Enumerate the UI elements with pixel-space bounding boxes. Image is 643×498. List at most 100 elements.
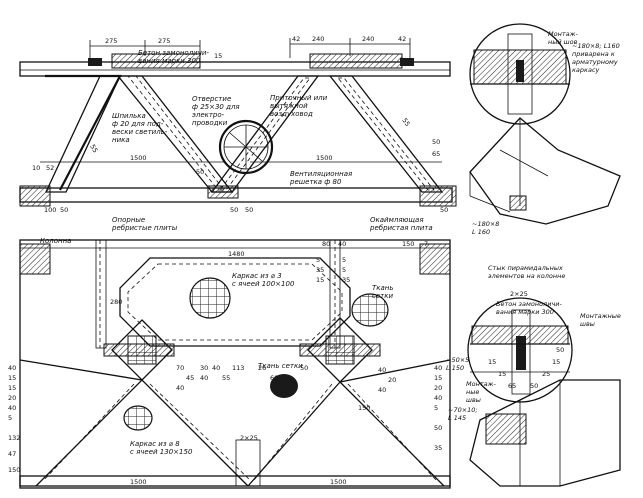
dim-side-35a: 35 — [316, 266, 324, 274]
label-concrete: Бетон замоноличи-вания марки 300 — [138, 49, 209, 65]
dimension-label: 15 — [552, 358, 560, 366]
dim-65: 65 — [432, 150, 440, 158]
concrete-infill-left — [111, 53, 201, 69]
dim-50-right: 50 — [432, 138, 440, 146]
dim-50-mid-a: 50 — [230, 206, 238, 214]
dimension-label: 15 — [434, 374, 442, 382]
dim-50-mid-c: 50 — [440, 206, 448, 214]
dimension-label: 70 — [176, 364, 184, 372]
plan-view: 1480 280 80 40 150 7 5 35 15 5 5 35 2×25… — [8, 216, 451, 489]
dimension-label: 5 — [8, 414, 12, 422]
label-plate-b: ~70×10;L 145 — [448, 406, 478, 422]
dimension-label: 50 — [434, 424, 442, 432]
dimension-label: 40 — [8, 404, 16, 412]
dimension-label: 15 — [8, 384, 16, 392]
bracket-right — [400, 58, 414, 66]
dim-10: 10 — [32, 164, 40, 172]
support-center — [207, 185, 239, 199]
dim-52: 52 — [46, 164, 54, 172]
dimension-label: 55 — [222, 374, 230, 382]
joint-perspective — [469, 117, 621, 225]
column-right — [419, 243, 451, 275]
dim-7: 7 — [424, 240, 428, 248]
dimension-label: 5 — [434, 404, 438, 412]
mesh-cage — [189, 277, 231, 319]
dimension-label: 20 — [388, 376, 396, 384]
dim-275-b: 275 — [158, 37, 170, 45]
dim-240-a: 240 — [312, 35, 324, 43]
dim-240-b: 240 — [362, 35, 374, 43]
detail-circle-bottom — [467, 297, 573, 403]
dim-side-5a: 5 — [316, 256, 320, 264]
top-slab — [19, 61, 451, 77]
dimension-label: 40 — [176, 384, 184, 392]
truss-web — [44, 74, 444, 193]
dim-50-left: 50 — [60, 206, 68, 214]
center-column-strip — [235, 439, 261, 487]
dim-55-a: 55 — [88, 143, 99, 154]
dimension-label: 30 — [200, 364, 208, 372]
dims-center-cluster: 70 45 40 30 40 40 55 113 26 60 50 40 20 … — [176, 364, 396, 412]
dimension-label: 40 — [8, 364, 16, 372]
dimension-label: 35 — [434, 444, 442, 452]
dimension-label: 60 — [270, 374, 278, 382]
dim-side-5c: 5 — [342, 266, 346, 274]
plan-bottom-band — [19, 475, 451, 487]
dimension-label: 150 — [358, 404, 370, 412]
beam-right — [299, 343, 381, 357]
dimension-label: 40 — [378, 386, 386, 394]
dimension-label: 40 — [378, 366, 386, 374]
joint-perspective-bottom — [469, 379, 621, 487]
dim-side-5b: 5 — [342, 256, 346, 264]
dim-50-b: 50 — [196, 168, 204, 176]
column-left — [19, 243, 51, 275]
dim-1500-a: 1500 — [130, 478, 147, 486]
dimension-label: 40 — [212, 364, 220, 372]
dims-detail-b: 15 15 65 50 25 15 50 — [488, 346, 564, 390]
dimension-label: 150 — [8, 466, 20, 474]
dimension-label: 20 — [434, 384, 442, 392]
elevation-view: 275 275 42 240 240 42 15 — [19, 35, 457, 214]
dimension-label: 45 — [186, 374, 194, 382]
dimension-label: 15 — [488, 358, 496, 366]
label-concrete-detail: Бетон замоноличи-вания марки 300 — [496, 300, 563, 316]
dimension-label: 50 — [300, 364, 308, 372]
dim-150: 150 — [402, 240, 414, 248]
detail-circle-top — [469, 23, 571, 125]
dimension-label: 40 — [434, 364, 442, 372]
dimension-label: 65 — [508, 382, 516, 390]
mesh-fabric — [351, 293, 389, 327]
dim-100: 100 — [44, 206, 56, 214]
dim-55-b: 55 — [400, 117, 411, 128]
dims-left-stack: 40 15 15 20 40 5 132 47 150 — [8, 364, 20, 474]
support-left — [19, 185, 51, 207]
dim-42-a: 42 — [292, 35, 300, 43]
dimension-label: 40 — [200, 374, 208, 382]
dim-42-b: 42 — [398, 35, 406, 43]
dim-side-35b: 35 — [342, 276, 350, 284]
dimension-label: 15 — [498, 370, 506, 378]
dim-2x25: 2×25 — [240, 434, 258, 442]
dim-280: 280 — [110, 298, 122, 306]
mesh-fabric-b — [270, 374, 298, 398]
label-seam-top: Монтаж-ный шов — [548, 30, 578, 46]
dim-1480: 1480 — [228, 250, 245, 258]
dim-1500-right: 1500 — [316, 154, 333, 162]
dimension-label: 20 — [8, 394, 16, 402]
dimension-label: 15 — [8, 374, 16, 382]
support-right — [419, 185, 457, 207]
dimension-label: 25 — [542, 370, 550, 378]
diagonal-ribs — [19, 359, 451, 487]
